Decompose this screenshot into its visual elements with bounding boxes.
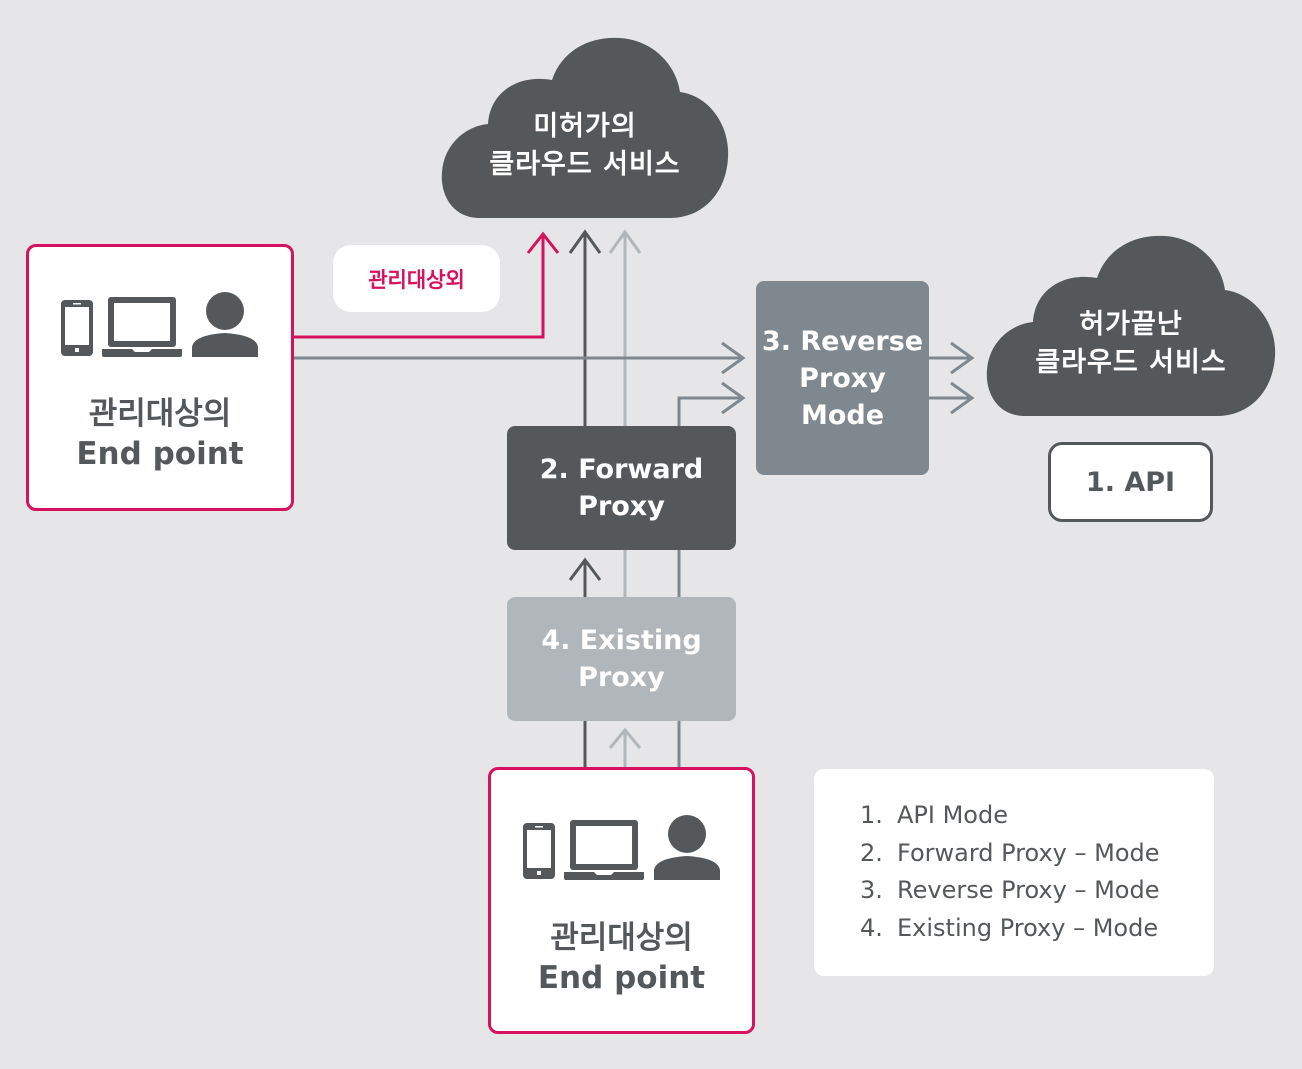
- endpoint-to-existing-arrowhead: [608, 727, 642, 749]
- legend-item: 2.Forward Proxy – Mode: [860, 838, 1160, 867]
- unmanaged-arrow: [293, 234, 545, 339]
- unmanaged-label: 관리대상외: [333, 245, 500, 312]
- laptop-icon: [102, 297, 182, 357]
- reverse-proxy-line2: Proxy: [799, 362, 886, 394]
- endpoint-subtitle: End point: [537, 960, 706, 996]
- endpoint-left[interactable]: 관리대상의 End point: [26, 244, 294, 511]
- unmanaged-arrowhead: [526, 231, 560, 254]
- legend: 1.API Mode 2.Forward Proxy – Mode 3.Reve…: [814, 769, 1214, 976]
- smartphone-icon: [522, 823, 555, 879]
- existing-to-forward-arrowhead: [568, 557, 602, 581]
- cloud-shape: [441, 37, 729, 218]
- laptop-icon: [563, 820, 644, 880]
- forward-to-reverse-line: [677, 396, 743, 428]
- existing-to-cloud-arrowhead: [608, 229, 642, 254]
- user-icon: [192, 292, 258, 357]
- cloud-title-line2: 클라우드 서비스: [1035, 347, 1227, 378]
- forward-proxy-line1: 2. Forward: [539, 454, 704, 485]
- legend-item: 4.Existing Proxy – Mode: [860, 913, 1159, 942]
- cloud-title-line1: 미허가의: [533, 111, 637, 142]
- existing-proxy-line1: 4. Existing: [541, 625, 702, 656]
- forward-proxy-line2: Proxy: [578, 491, 665, 522]
- existing-proxy-box[interactable]: 4. Existing Proxy: [507, 597, 736, 721]
- cloud-title-line2: 클라우드 서비스: [489, 149, 681, 180]
- endpoint-title: 관리대상의: [88, 396, 232, 432]
- authorized-cloud: 허가끝난 클라우드 서비스: [985, 232, 1277, 418]
- endpoint-bottom[interactable]: 관리대상의 End point: [488, 767, 755, 1034]
- endpoint-title: 관리대상의: [550, 920, 693, 956]
- legend-list: 1.API Mode 2.Forward Proxy – Mode 3.Reve…: [860, 797, 1160, 947]
- user-icon: [653, 815, 720, 880]
- forward-to-reverse-arrowhead: [721, 381, 746, 415]
- forward-proxy-box[interactable]: 2. Forward Proxy: [507, 426, 736, 550]
- endpoint-subtitle: End point: [76, 436, 244, 472]
- reverse-proxy-line1: 3. Reverse: [761, 325, 924, 357]
- reverse-proxy-box[interactable]: 3. Reverse Proxy Mode: [756, 281, 929, 475]
- endpoint-to-reverse-arrowhead: [721, 341, 746, 375]
- unauthorized-cloud: 미허가의 클라우드 서비스: [440, 34, 730, 220]
- cloud-shape: [986, 235, 1276, 416]
- smartphone-icon: [61, 300, 93, 356]
- api-label: 1. API: [1085, 466, 1176, 498]
- legend-item: 1.API Mode: [860, 801, 1008, 829]
- existing-proxy-line2: Proxy: [578, 662, 665, 693]
- forward-to-cloud-arrowhead: [568, 229, 602, 254]
- cloud-title-line1: 허가끝난: [1079, 309, 1183, 340]
- reverse-to-cloud-arrowhead-1: [950, 341, 975, 375]
- reverse-proxy-line3: Mode: [800, 399, 885, 431]
- unmanaged-label-text: 관리대상외: [368, 267, 465, 292]
- api-box[interactable]: 1. API: [1048, 442, 1213, 522]
- legend-item: 3.Reverse Proxy – Mode: [860, 876, 1160, 904]
- reverse-to-cloud-arrowhead-2: [950, 381, 975, 415]
